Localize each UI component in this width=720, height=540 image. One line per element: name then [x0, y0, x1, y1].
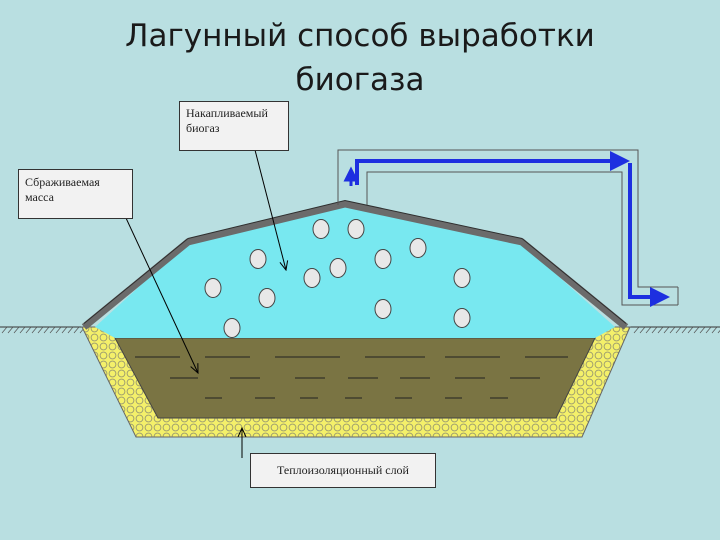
mass-leader-line	[125, 217, 198, 373]
mass-label-line-1: Сбраживаемая	[25, 175, 100, 189]
lagoon-cover	[81, 200, 629, 330]
leader-lines	[125, 149, 286, 458]
gas-bubbles	[204, 219, 471, 338]
gas-leader-line	[254, 149, 286, 270]
mass-label-line-2: масса	[25, 190, 54, 204]
gas-label: Накапливаемый биогаз	[179, 101, 289, 151]
title-line-2: биогаза	[295, 62, 425, 98]
gas-dome	[95, 206, 615, 338]
gas-label-line-1: Накапливаемый	[186, 106, 268, 120]
gas-label-line-2: биогаз	[186, 121, 220, 135]
gas-flow-arrow	[343, 151, 670, 307]
insulation-label-text: Теплоизоляционный слой	[277, 463, 409, 477]
mass-label: Сбраживаемая масса	[18, 169, 133, 219]
insulation-label: Теплоизоляционный слой	[250, 453, 436, 488]
mass-surface-dashes	[135, 356, 568, 399]
title-line-1: Лагунный способ выработки	[125, 18, 595, 54]
page-title: Лагунный способ выработки биогаза	[0, 14, 720, 102]
